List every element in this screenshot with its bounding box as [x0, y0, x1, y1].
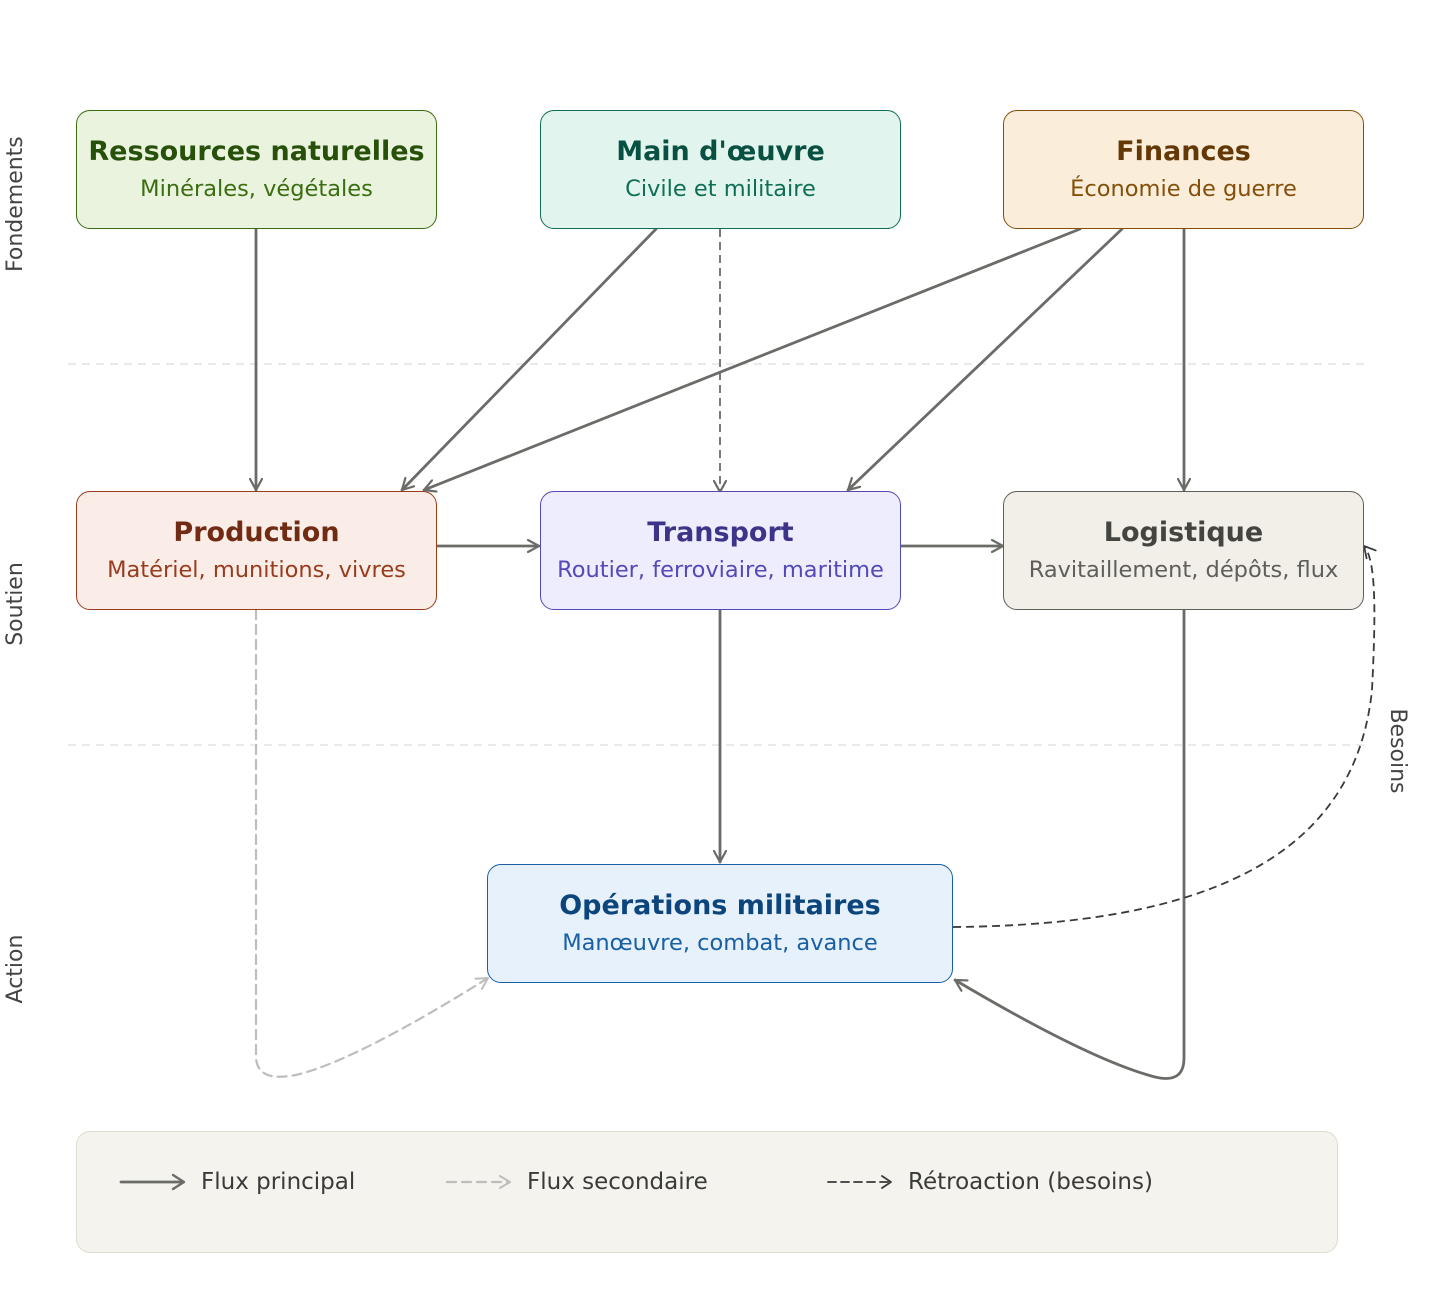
- edge-finances-production: [422, 227, 1082, 490]
- node-main-oeuvre[interactable]: Main d'œuvre Civile et militaire: [540, 110, 901, 229]
- legend-solid-arrow-icon: [119, 1173, 186, 1191]
- node-title: Ressources naturelles: [88, 135, 425, 167]
- node-subtitle: Matériel, munitions, vivres: [107, 556, 406, 583]
- node-ressources-naturelles[interactable]: Ressources naturelles Minérales, végétal…: [76, 110, 437, 229]
- legend-item-retroaction: Rétroaction (besoins): [826, 1162, 1153, 1202]
- node-subtitle: Minérales, végétales: [140, 175, 373, 202]
- node-transport[interactable]: Transport Routier, ferroviaire, maritime: [540, 491, 901, 610]
- edge-logistique-operations: [953, 608, 1186, 1080]
- node-title: Finances: [1116, 135, 1251, 167]
- edge-production-operations-secondary: [254, 608, 490, 1078]
- legend-item-secondaire: Flux secondaire: [445, 1162, 708, 1202]
- node-title: Opérations militaires: [559, 889, 881, 921]
- node-subtitle: Routier, ferroviaire, maritime: [557, 556, 884, 583]
- node-subtitle: Économie de guerre: [1070, 175, 1297, 202]
- node-production[interactable]: Production Matériel, munitions, vivres: [76, 491, 437, 610]
- legend-item-principal: Flux principal: [119, 1162, 355, 1202]
- node-title: Transport: [647, 516, 794, 548]
- legend: Flux principal Flux secondaire Rétroacti…: [76, 1131, 1338, 1253]
- node-finances[interactable]: Finances Économie de guerre: [1003, 110, 1364, 229]
- node-subtitle: Ravitaillement, dépôts, flux: [1028, 556, 1339, 583]
- edge-mainoeuvre-production: [400, 227, 658, 492]
- node-title: Production: [173, 516, 340, 548]
- legend-label-secondaire: Flux secondaire: [527, 1169, 708, 1195]
- edge-finances-transport: [846, 227, 1124, 492]
- node-subtitle: Manœuvre, combat, avance: [562, 929, 878, 956]
- band-label-fondements: Fondements: [3, 136, 28, 272]
- band-label-action: Action: [3, 934, 28, 1004]
- feedback-label: Besoins: [1385, 708, 1410, 794]
- legend-label-principal: Flux principal: [201, 1169, 356, 1195]
- legend-dark-dashed-arrow-icon: [827, 1175, 892, 1189]
- band-label-soutien: Soutien: [3, 562, 28, 646]
- node-title: Logistique: [1103, 516, 1264, 548]
- legend-label-retroaction: Rétroaction (besoins): [908, 1169, 1153, 1195]
- node-subtitle: Civile et militaire: [625, 175, 816, 202]
- node-logistique[interactable]: Logistique Ravitaillement, dépôts, flux: [1003, 491, 1364, 610]
- node-operations-militaires[interactable]: Opérations militaires Manœuvre, combat, …: [487, 864, 953, 983]
- legend-light-dashed-arrow-icon: [445, 1175, 511, 1189]
- node-title: Main d'œuvre: [616, 135, 825, 167]
